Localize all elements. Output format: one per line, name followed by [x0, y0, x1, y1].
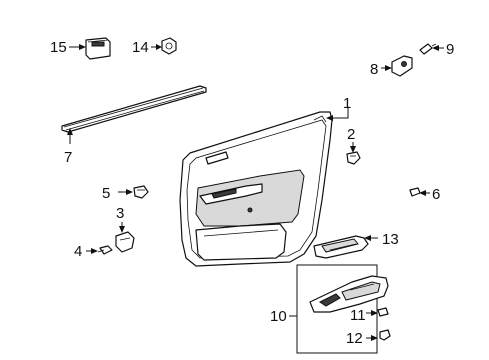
part-9-screw	[419, 43, 437, 55]
callout-11: 11	[350, 307, 366, 324]
callout-8: 8	[370, 61, 378, 78]
part-3-clip	[115, 231, 135, 253]
callout-4: 4	[74, 243, 82, 260]
part-1-door-trim-panel	[179, 111, 333, 267]
callout-2: 2	[347, 126, 355, 143]
part-7-belt-moulding	[61, 85, 207, 133]
callout-1: 1	[343, 95, 351, 112]
inset-box	[296, 264, 378, 354]
part-12-clip	[379, 329, 391, 341]
part-14-nut	[161, 37, 177, 55]
callout-6: 6	[432, 186, 440, 203]
part-15-clip	[85, 37, 111, 60]
part-2-clip	[346, 151, 361, 165]
part-13-armrest-base	[313, 235, 369, 259]
callout-12: 12	[346, 330, 363, 347]
callout-13: 13	[382, 231, 399, 248]
callout-14: 14	[132, 39, 149, 56]
part-6-screw	[409, 187, 421, 197]
part-4-screw	[97, 245, 113, 255]
part-5-clip	[133, 185, 149, 199]
callout-7: 7	[64, 149, 72, 166]
part-8-bracket	[391, 55, 413, 77]
callout-5: 5	[102, 185, 110, 202]
part-11-screw	[377, 307, 389, 317]
callout-3: 3	[116, 205, 124, 222]
part-10-switch-bezel	[309, 275, 389, 313]
callout-10: 10	[270, 308, 287, 325]
callout-9: 9	[446, 41, 454, 58]
callout-15: 15	[50, 39, 67, 56]
